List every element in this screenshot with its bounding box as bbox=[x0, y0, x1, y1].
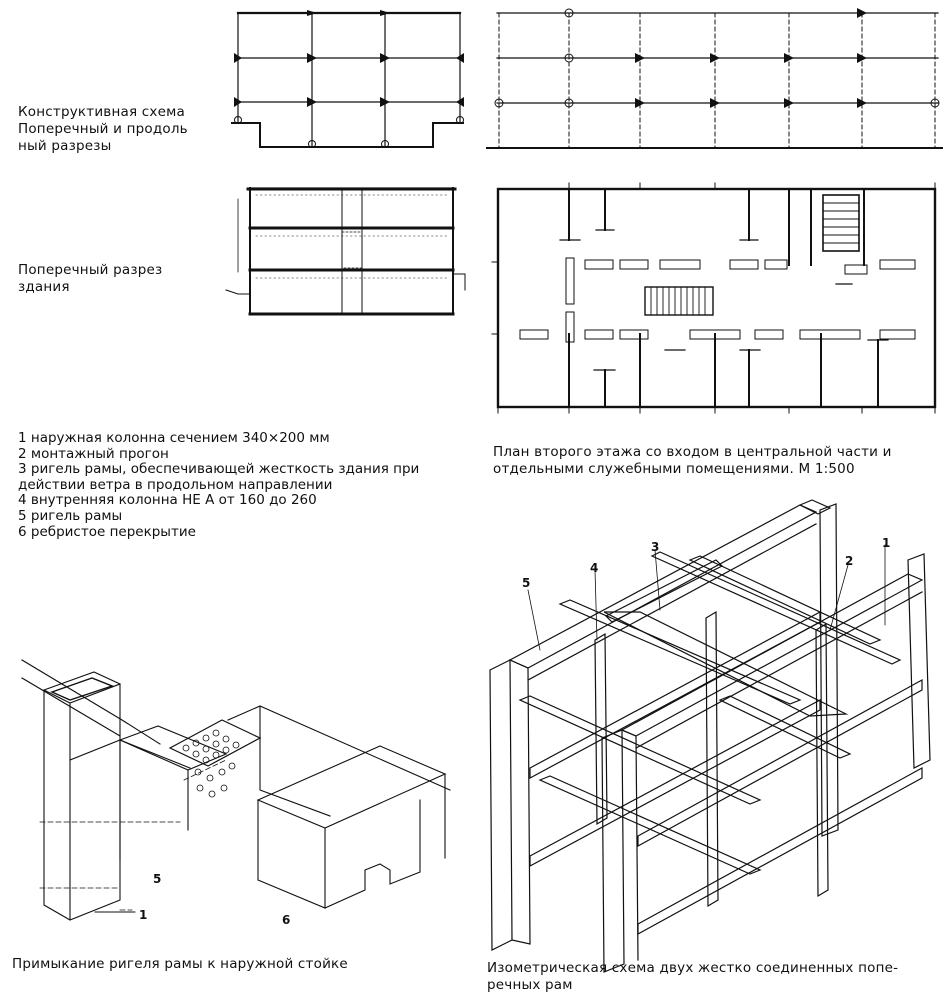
legend-item: 4 внутренняя колонна НЕ А от 160 до 260 bbox=[18, 492, 317, 509]
callout-iso-5: 5 bbox=[522, 576, 531, 590]
legend: 1 наружная колонна сечением 340×200 мм 2… bbox=[18, 430, 420, 540]
legend-item: 2 монтажный прогон bbox=[18, 445, 169, 462]
callout-junction-5: 5 bbox=[153, 872, 162, 886]
building-cross-section bbox=[225, 187, 466, 316]
junction-detail bbox=[21, 659, 451, 921]
legend-item: 3 ригель рамы, обеспечивающей жесткость … bbox=[18, 461, 420, 478]
callout-iso-1: 1 bbox=[882, 536, 891, 550]
junction-caption: Примыкание ригеля рамы к наружной стойке bbox=[12, 956, 348, 972]
cross-frame-scheme bbox=[231, 10, 464, 148]
legend-item: 1 наружная колонна сечением 340×200 мм bbox=[18, 430, 330, 446]
callout-iso-3: 3 bbox=[651, 540, 660, 554]
plan-caption: План второго этажа со входом в центральн… bbox=[493, 444, 892, 477]
callout-iso-4: 4 bbox=[590, 561, 599, 575]
floor-plan bbox=[491, 182, 937, 414]
longitudinal-frame-scheme bbox=[486, 8, 943, 149]
cross-section-caption: Поперечный разрез здания bbox=[18, 262, 163, 295]
structural-scheme-caption: Конструктивная схема Поперечный и продол… bbox=[18, 104, 188, 154]
callout-junction-1: 1 bbox=[139, 908, 148, 922]
callout-iso-2: 2 bbox=[845, 554, 854, 568]
legend-item: 6 ребристое перекрытие bbox=[18, 523, 196, 540]
callout-junction-6: 6 bbox=[282, 913, 291, 927]
legend-item: 5 ригель рамы bbox=[18, 507, 123, 524]
legend-item: действии ветра в продольном направлении bbox=[18, 476, 333, 493]
isometric-frames bbox=[489, 499, 931, 973]
